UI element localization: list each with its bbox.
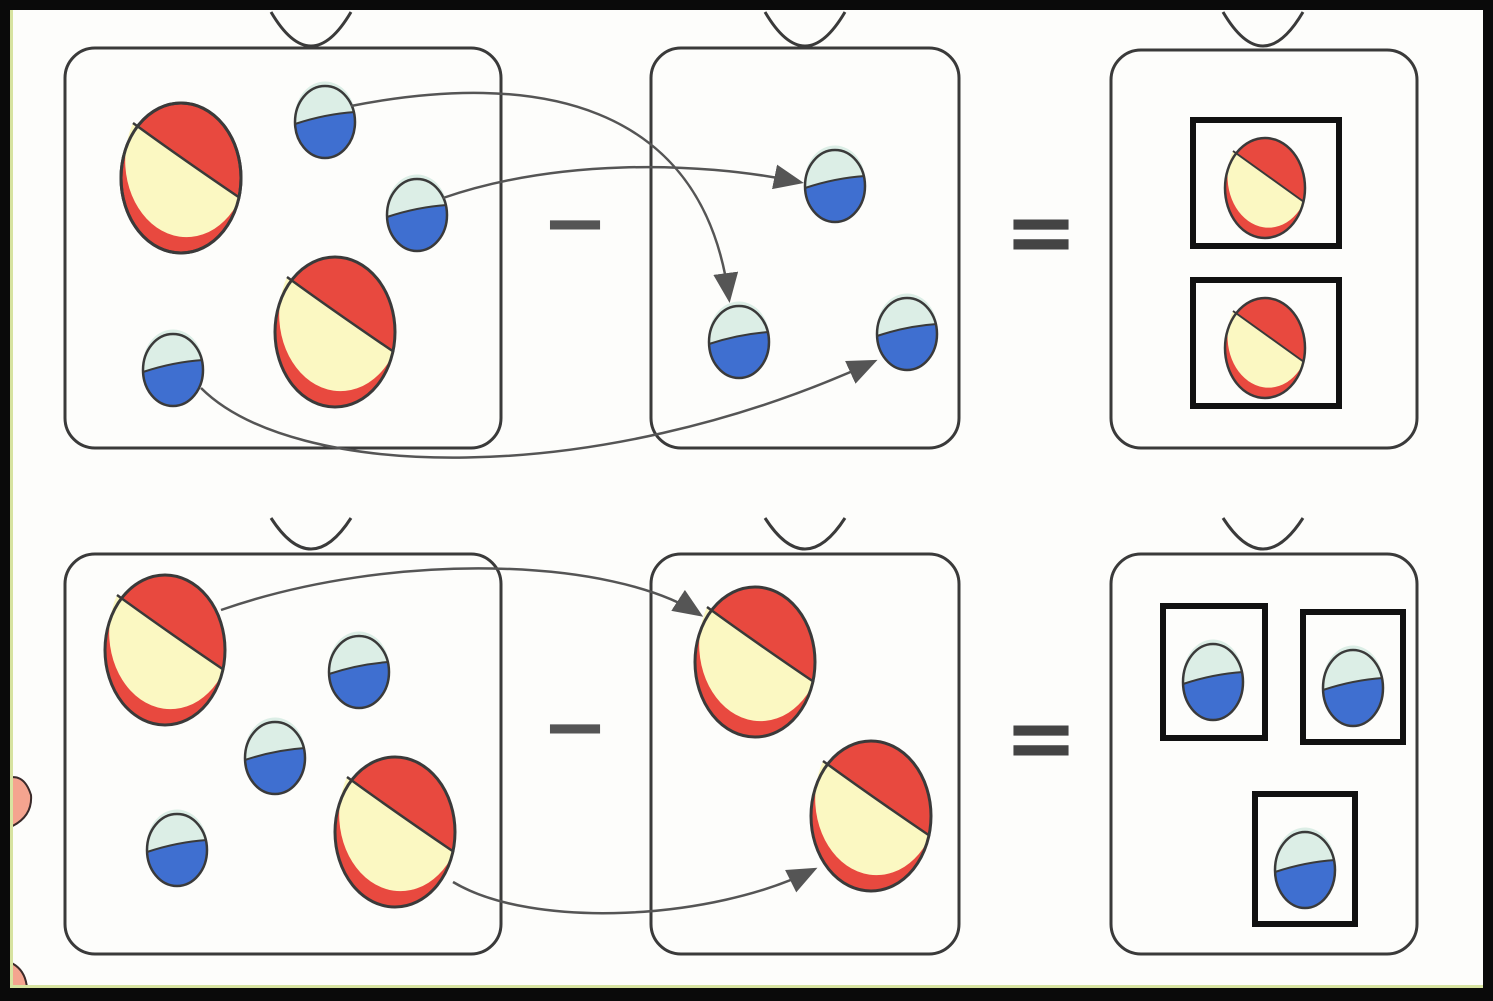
diagram-canvas: − = bbox=[10, 10, 1483, 988]
red-ball bbox=[1223, 136, 1307, 240]
blue-ball bbox=[293, 81, 357, 160]
transfer-arrow bbox=[200, 359, 878, 459]
bag-minuend bbox=[63, 552, 503, 956]
equals-sign: = bbox=[1004, 180, 1078, 283]
red-ball bbox=[333, 755, 457, 909]
minus-sign: − bbox=[541, 176, 608, 269]
bag-handle bbox=[269, 517, 353, 551]
transfer-arrow bbox=[442, 164, 804, 200]
transfer-arrow bbox=[350, 91, 739, 303]
red-ball bbox=[809, 739, 933, 893]
row-top: − = bbox=[63, 11, 1419, 459]
blue-ball bbox=[1181, 639, 1245, 722]
bag-handle bbox=[1221, 11, 1305, 48]
blue-ball bbox=[707, 301, 771, 380]
highlight-box bbox=[1190, 117, 1342, 249]
bag-result bbox=[1109, 48, 1419, 450]
highlight-box bbox=[1300, 609, 1406, 745]
highlight-box bbox=[1252, 791, 1358, 927]
highlight-box bbox=[1160, 603, 1268, 741]
set-subtraction-diagram: − = bbox=[13, 11, 1419, 985]
blue-ball bbox=[385, 174, 449, 253]
bag-handle bbox=[763, 11, 847, 48]
blue-ball bbox=[145, 809, 209, 888]
bag-minuend bbox=[63, 46, 503, 450]
highlight-box bbox=[1190, 277, 1342, 409]
bag-handle bbox=[763, 517, 847, 551]
blue-ball bbox=[327, 631, 391, 710]
bag-result bbox=[1109, 552, 1419, 956]
hand-decoration bbox=[13, 776, 33, 985]
red-ball bbox=[693, 585, 817, 739]
minus-sign: − bbox=[541, 680, 608, 773]
blue-ball bbox=[1273, 827, 1337, 910]
bag-handle bbox=[1221, 517, 1305, 551]
blue-ball bbox=[803, 145, 867, 224]
red-ball bbox=[273, 255, 397, 409]
row-bottom: − = bbox=[63, 517, 1419, 956]
bag-subtrahend bbox=[649, 552, 961, 956]
blue-ball bbox=[141, 329, 205, 408]
blue-ball bbox=[243, 717, 307, 796]
transfer-arrow bbox=[220, 567, 704, 617]
transfer-arrow bbox=[452, 867, 818, 915]
bag-handle bbox=[269, 11, 353, 48]
red-ball bbox=[1223, 296, 1307, 400]
blue-ball bbox=[1321, 645, 1385, 728]
bag-subtrahend bbox=[649, 46, 961, 450]
red-ball bbox=[103, 573, 227, 727]
blue-ball bbox=[875, 293, 939, 372]
equals-sign: = bbox=[1004, 686, 1078, 789]
red-ball bbox=[119, 101, 243, 255]
